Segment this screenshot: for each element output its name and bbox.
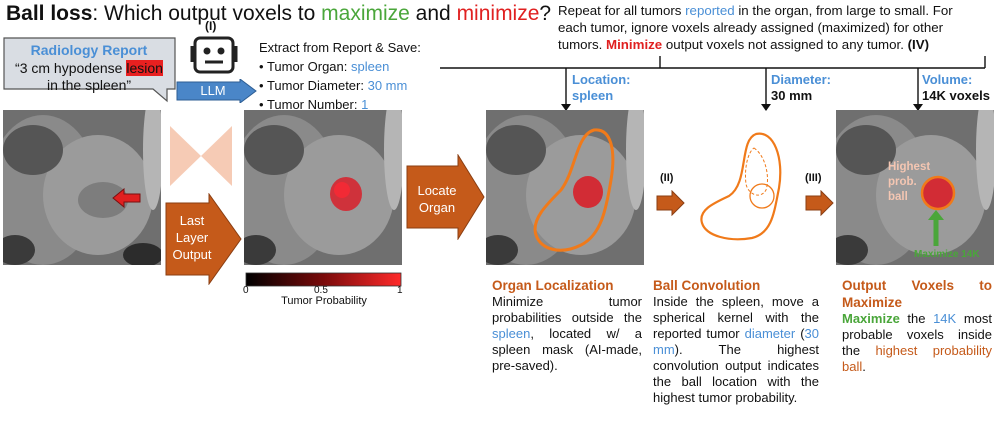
repeat-note: Repeat for all tumors reported in the or… — [558, 3, 953, 52]
report-callout — [3, 37, 176, 103]
last-layer-arrow — [165, 193, 242, 285]
location-header: Location: spleen — [572, 72, 631, 103]
extract-heading: Extract from Report & Save: — [259, 40, 421, 55]
step-ii-label: (II) — [660, 172, 674, 184]
volume-header: Volume: 14K voxels — [922, 72, 990, 103]
ct-probability-image — [244, 110, 402, 265]
llm-arrow — [176, 79, 257, 103]
colorbar-label: Tumor Probability — [281, 295, 367, 307]
step-iii-arrow — [805, 190, 834, 216]
robot-icon — [190, 36, 238, 74]
ct-input-image — [3, 110, 161, 265]
extract-list: Extract from Report & Save: • Tumor Orga… — [259, 38, 421, 114]
network-bowtie-icon — [170, 126, 232, 186]
output-voxels-section: Output Voxels to Maximize Maximize the 1… — [842, 278, 992, 374]
step-iii-label: (III) — [805, 172, 822, 184]
diameter-header: Diameter: 30 mm — [771, 72, 831, 103]
llm-label: LLM — [200, 83, 226, 98]
ct-organ-localization-image — [486, 110, 644, 265]
maximize-14k-label: Maximize 14K — [914, 249, 980, 260]
extract-item-organ: • Tumor Organ: spleen — [259, 59, 390, 74]
page-title: Ball loss: Which output voxels to maximi… — [6, 2, 552, 25]
lesion-highlight: lesion — [126, 60, 163, 76]
locate-organ-arrow — [406, 154, 485, 240]
ball-convolution-section: Ball Convolution Inside the spleen, move… — [653, 278, 819, 405]
step-i-label: (I) — [205, 19, 217, 33]
colorbar — [245, 272, 402, 287]
colorbar-tick-1: 1 — [397, 285, 403, 296]
extract-item-number: • Tumor Number: 1 — [259, 97, 369, 112]
ct-output-image — [836, 110, 994, 265]
step-ii-arrow — [656, 190, 685, 216]
organ-localization-section: Organ Localization Minimize tumor probab… — [492, 278, 642, 373]
report-quote: “3 cm hypodense lesion in the spleen” — [15, 60, 163, 93]
extract-item-diameter: • Tumor Diameter: 30 mm — [259, 78, 408, 93]
ball-convolution-sketch — [700, 132, 782, 241]
report-title: Radiology Report — [30, 42, 148, 58]
colorbar-tick-mid: 0.5 — [314, 285, 328, 296]
tumor-pointer-arrow — [112, 188, 141, 208]
colorbar-tick-0: 0 — [243, 285, 249, 296]
